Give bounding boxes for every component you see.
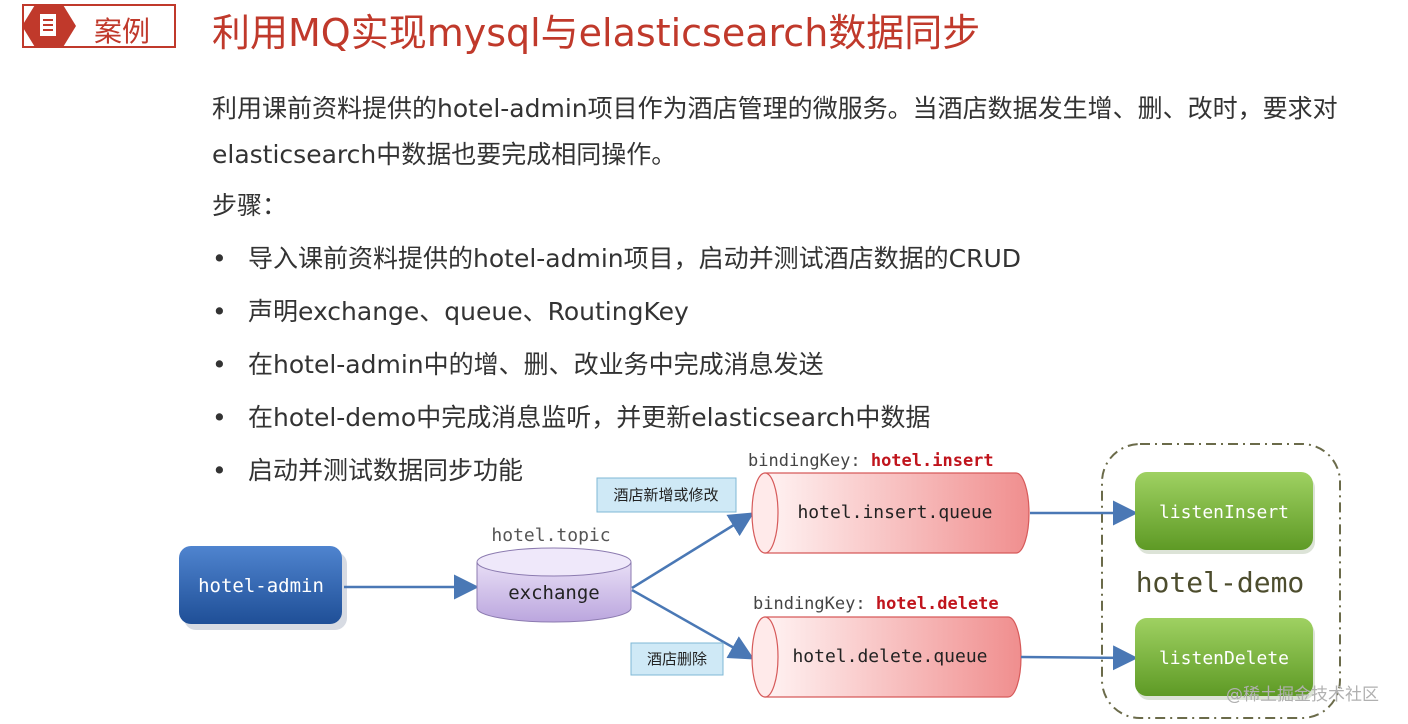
- edge-label-insert-text: 酒店新增或修改: [613, 486, 718, 504]
- edge-label-delete-text: 酒店删除: [647, 650, 707, 668]
- badge-label: 案例: [94, 15, 151, 48]
- arrow-exchange-delete: [631, 588, 755, 660]
- step-item: •导入课前资料提供的hotel-admin项目，启动并测试酒店数据的CRUD: [212, 244, 1022, 273]
- exchange-label: exchange: [508, 582, 600, 604]
- publisher-node: hotel-admin: [179, 546, 347, 630]
- listener-insert-label: listenInsert: [1159, 502, 1289, 523]
- consumer-group-boundary: [1101, 443, 1341, 719]
- exchange-type-label: hotel.topic: [491, 525, 610, 546]
- watermark: @稀土掘金技术社区: [1226, 685, 1379, 705]
- edge-label-delete: 酒店删除: [630, 642, 724, 676]
- binding-key-insert: bindingKey: hotel.insert: [748, 451, 994, 471]
- step-text: 启动并测试数据同步功能: [248, 456, 524, 485]
- queue-insert-node: hotel.insert.queue: [751, 472, 1030, 554]
- step-text: 在hotel-admin中的增、删、改业务中完成消息发送: [248, 350, 824, 379]
- listener-insert-node: listenInsert: [1135, 472, 1315, 554]
- exchange-node: exchange: [476, 547, 632, 623]
- steps-list: •导入课前资料提供的hotel-admin项目，启动并测试酒店数据的CRUD •…: [212, 234, 1021, 499]
- listener-delete-label: listenDelete: [1159, 648, 1289, 669]
- step-item: •启动并测试数据同步功能: [212, 456, 524, 485]
- step-item: •在hotel-demo中完成消息监听，并更新elasticsearch中数据: [212, 403, 931, 432]
- arrow-exchange-insert: [631, 512, 755, 590]
- intro-paragraph: 利用课前资料提供的hotel-admin项目作为酒店管理的微服务。当酒店数据发生…: [212, 94, 1338, 169]
- step-text: 在hotel-demo中完成消息监听，并更新elasticsearch中数据: [248, 403, 931, 432]
- publisher-label: hotel-admin: [198, 575, 324, 597]
- step-item: •声明exchange、queue、RoutingKey: [212, 297, 689, 326]
- queue-insert-label: hotel.insert.queue: [797, 502, 992, 523]
- step-item: •在hotel-admin中的增、删、改业务中完成消息发送: [212, 350, 824, 379]
- queue-delete-label: hotel.delete.queue: [792, 646, 987, 667]
- case-badge: 案例: [22, 4, 176, 48]
- step-text: 声明exchange、queue、RoutingKey: [248, 297, 689, 326]
- steps-heading: 步骤：: [212, 191, 288, 220]
- page-title: 利用MQ实现mysql与elasticsearch数据同步: [212, 11, 981, 55]
- arrow-delete-listener: [1020, 645, 1138, 671]
- step-text: 导入课前资料提供的hotel-admin项目，启动并测试酒店数据的CRUD: [248, 244, 1022, 273]
- binding-key-delete: bindingKey: hotel.delete: [753, 594, 999, 614]
- consumer-group-label: hotel-demo: [1136, 566, 1305, 599]
- listener-delete-node: listenDelete: [1135, 618, 1315, 700]
- queue-delete-node: hotel.delete.queue: [751, 616, 1022, 698]
- edge-label-insert: 酒店新增或修改: [596, 477, 737, 513]
